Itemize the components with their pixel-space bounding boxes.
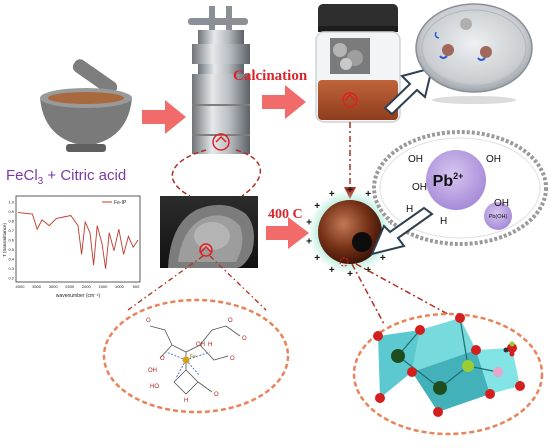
ftir-x-tick: 4000 [16, 284, 26, 289]
surface-charge: + [365, 189, 371, 200]
zoom-connector-complex-1 [127, 255, 204, 311]
complex-atom-label: O [214, 392, 219, 398]
ftir-x-tick: 2500 [65, 284, 75, 289]
surface-charge: + [329, 189, 335, 200]
adsorption-arrow [370, 206, 434, 256]
precursor-label: FeCl3 + Citric acid [6, 167, 126, 187]
ftir-spectrum-line [17, 212, 139, 269]
h-label-2: H [440, 216, 447, 227]
sem-image [160, 196, 258, 268]
surface-charge: + [380, 253, 386, 264]
process-arrow-2 [262, 85, 306, 119]
surface-charge: + [314, 201, 320, 212]
ftir-legend-label: Fe-IP [114, 200, 127, 206]
ftir-y-tick: 0.2 [8, 276, 14, 281]
ftir-y-tick: 0.9 [8, 209, 14, 214]
ftir-y-tick: 1.0 [8, 200, 14, 205]
precursor-fecl: FeCl [6, 167, 38, 184]
complex-atom-label: OH [196, 342, 205, 348]
pb-ion-charge: 2+ [453, 171, 463, 181]
complex-atom-label: H [184, 398, 188, 404]
ftir-x-tick: 2000 [82, 284, 92, 289]
oh-label-3: OH [412, 182, 427, 193]
pb-ion-label: Pb2+ [433, 171, 464, 190]
precursor-subscript: 3 [38, 176, 44, 187]
zoom-connector-complex-2 [209, 255, 267, 311]
complex-atom-label: O [146, 318, 151, 324]
pb-hydroxide-label: Pb(OH) [489, 214, 508, 220]
complex-atom-label: H [208, 342, 212, 348]
surface-charge: + [347, 269, 353, 280]
nanoparticle [308, 190, 392, 274]
ftir-legend: Fe-IP [102, 200, 127, 206]
ftir-y-tick: 0.6 [8, 238, 14, 243]
ftir-y-tick: 0.7 [8, 228, 14, 233]
ftir-xlabel: wavenumber (cm⁻¹) [56, 293, 101, 299]
complex-atom-label: O [230, 356, 235, 362]
particle-to-crystal-connector [351, 263, 385, 325]
ftir-y-tick: 0.4 [8, 257, 14, 262]
ftir-ylabel: T (transmittance) [2, 223, 7, 257]
surface-charge: + [365, 265, 371, 276]
complex-atom-label: OH [148, 368, 157, 374]
ftir-y-tick: 0.3 [8, 266, 14, 271]
fe-center [182, 356, 190, 364]
ftir-x-tick: 500 [133, 284, 140, 289]
process-arrow-3 [266, 217, 309, 249]
sample-jar-icon [315, 4, 401, 123]
zoom-connector-sem [171, 149, 207, 197]
precursor-suffix: + Citric acid [43, 167, 126, 184]
pb-ion-sphere [426, 150, 486, 210]
complex-atom-label: O [160, 356, 165, 362]
complex-atom-label: O [242, 336, 247, 342]
autoclave-icon [188, 6, 250, 154]
ftir-x-tick: 3500 [32, 284, 42, 289]
calcination-label: Calcination [233, 68, 308, 84]
ftir-y-ticks: 1.0 0.9 0.8 0.7 0.6 0.5 0.4 0.3 0.2 [8, 200, 14, 281]
ftir-x-tick: 3000 [49, 284, 59, 289]
surface-charge: + [314, 253, 320, 264]
ftir-plot-frame [15, 195, 141, 283]
surface-charge: + [306, 218, 312, 229]
petri-dish-icon [415, 3, 533, 104]
h-label-1: H [406, 204, 413, 215]
particle-to-crystal-connector-2 [355, 263, 489, 337]
mortar-pestle-icon [40, 59, 132, 152]
ftir-x-ticks: 4000 3500 3000 2500 2000 1500 1000 500 [16, 284, 141, 289]
surface-charge: + [329, 265, 335, 276]
process-arrow-1 [142, 100, 186, 134]
ftir-chart: 1.0 0.9 0.8 0.7 0.6 0.5 0.4 0.3 0.2 4000 3500 3000… [2, 195, 141, 299]
ftir-y-tick: 0.5 [8, 247, 14, 252]
antibacterial-arrow [383, 66, 434, 116]
oh-label-2: OH [486, 154, 501, 165]
oh-label-4: OH [494, 198, 509, 209]
surface-charge: + [306, 236, 312, 247]
ftir-x-tick: 1500 [98, 284, 108, 289]
ftir-x-tick: 1000 [115, 284, 125, 289]
complex-atom-label: HO [150, 384, 159, 390]
surface-charge: + [347, 185, 353, 196]
temperature-label: 400 C [268, 207, 303, 222]
zoom-connector-sem-2 [235, 149, 262, 197]
complex-atom-label: O [228, 318, 233, 324]
crystal-structure [352, 312, 544, 436]
oh-label-1: OH [408, 154, 423, 165]
fe-center-label: Fe [190, 354, 196, 360]
ftir-y-tick: 0.8 [8, 219, 14, 224]
pb-hydroxide-sphere [484, 202, 512, 230]
